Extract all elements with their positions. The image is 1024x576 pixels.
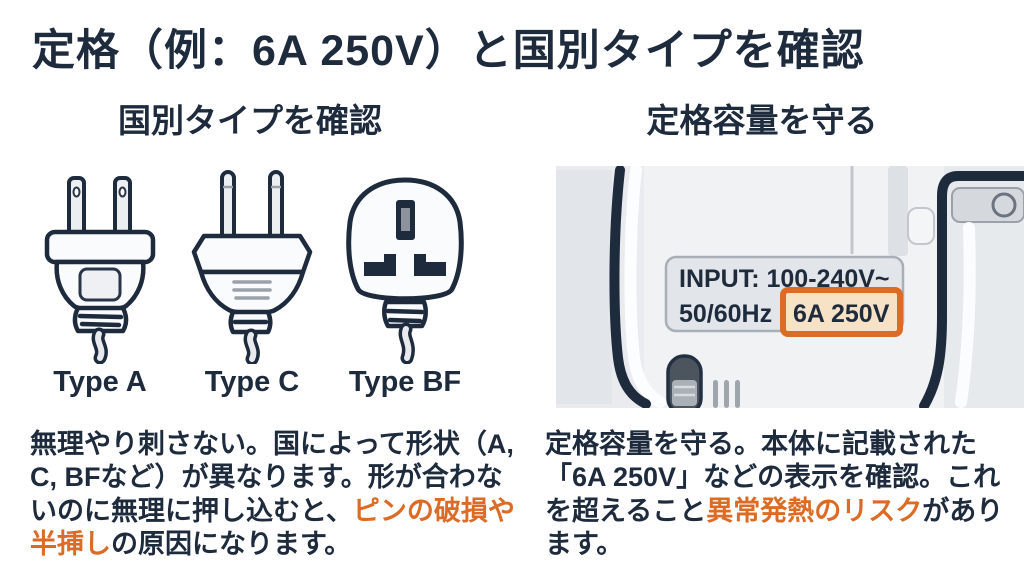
rating-value-text: 6A 250V xyxy=(793,300,890,328)
caption-highlight: ピンの破損や半挿し xyxy=(30,495,515,560)
slider-switch xyxy=(666,354,703,416)
plug-type-c-figure: Type C xyxy=(182,170,322,399)
blade-hole-icon xyxy=(991,192,1017,218)
right-caption: 定格容量を守る。本体に記載された「6A 250V」などの表示を確認。これを超える… xyxy=(545,428,1017,562)
caption-text: 無理やり刺さない。国によって形状（A, C, BFなど）が異なります。形が合わな… xyxy=(30,429,514,526)
plug-type-a-figure: Type A xyxy=(30,172,170,399)
page-title: 定格（例：6A 250V）と国別タイプを確認 xyxy=(32,27,865,75)
caption-highlight: 異常発熱のリスク xyxy=(706,495,923,526)
left-section-heading: 国別タイプを確認 xyxy=(118,102,382,139)
device-latch xyxy=(907,207,935,245)
vent-slits xyxy=(713,380,740,408)
plug-type-c-illustration xyxy=(191,170,313,364)
plug-type-bf-illustration xyxy=(346,177,464,364)
caption-text: があります。 xyxy=(545,495,1004,560)
frequency-text: 50/60Hz xyxy=(679,300,772,328)
plug-type-c-label: Type C xyxy=(204,366,300,398)
plug-type-a-illustration xyxy=(44,176,155,364)
plug-type-bf-label: Type BF xyxy=(348,366,462,398)
caption-text: 定格容量を守る。本体に記載された「6A 250V」などの表示を確認。これを超える… xyxy=(545,429,1001,526)
plug-type-bf-figure: Type BF xyxy=(330,176,480,399)
right-section-heading: 定格容量を守る xyxy=(646,102,878,139)
plug-type-a-label: Type A xyxy=(53,366,147,398)
left-caption: 無理やり刺さない。国によって形状（A, C, BFなど）が異なります。形が合わな… xyxy=(30,428,520,562)
power-strip-illustration: INPUT: 100-240V~ 50/60Hz 6A 250V xyxy=(556,164,1024,416)
device-illustration: INPUT: 100-240V~ 50/60Hz 6A 250V xyxy=(556,164,1024,416)
caption-text: の原因になります。 xyxy=(111,529,352,560)
rating-highlight-box xyxy=(780,287,903,337)
plug-blade xyxy=(951,187,1024,223)
device-seam-strip xyxy=(888,166,908,256)
